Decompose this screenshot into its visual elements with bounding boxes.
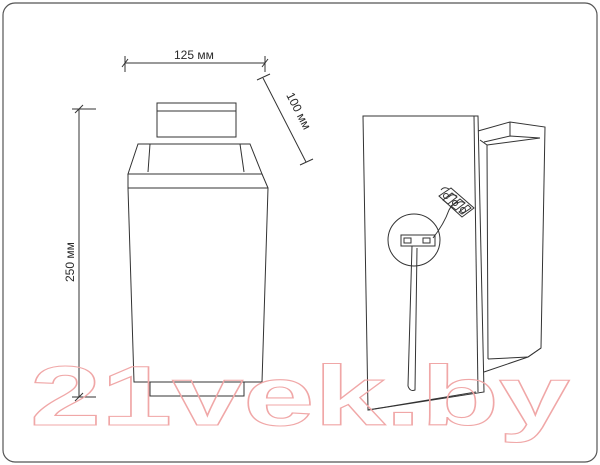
- watermark-text: 21vek.by: [30, 349, 570, 443]
- terminal-block: [438, 187, 475, 218]
- power-wire: [432, 201, 459, 239]
- side-view-panel: [362, 115, 485, 411]
- front-view-base: [149, 381, 245, 397]
- front-view: [127, 102, 269, 397]
- depth-dimension: [256, 73, 314, 166]
- front-view-cap: [156, 102, 237, 138]
- width-dimension-label: 125 мм: [174, 48, 214, 62]
- pull-strap: [407, 245, 418, 391]
- height-dimension: [72, 104, 96, 402]
- height-dimension-label: 250 мм: [63, 242, 77, 282]
- width-dimension: [121, 56, 269, 72]
- switch-plate: [400, 234, 436, 247]
- side-view: [362, 115, 546, 411]
- socket-circle: [387, 213, 441, 267]
- side-view-container: [477, 121, 546, 373]
